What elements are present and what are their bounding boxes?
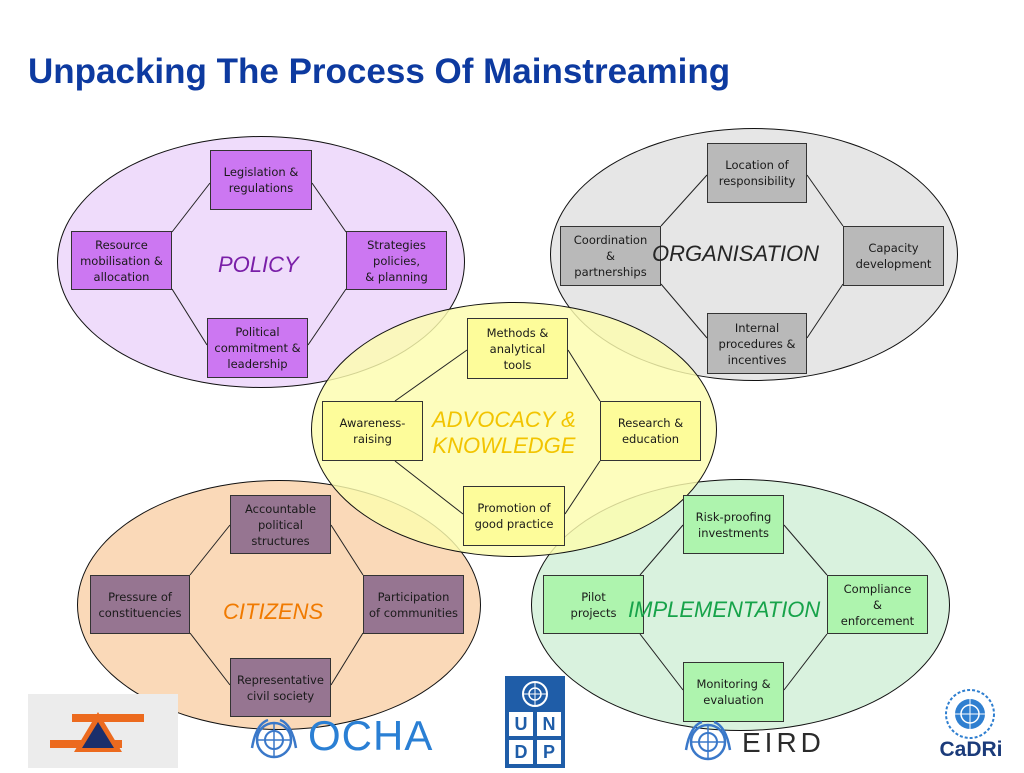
undp-emblem-icon <box>522 681 548 707</box>
organisation-box-location: Location of responsibility <box>707 143 807 203</box>
implementation-box-compliance: Compliance & enforcement <box>827 575 928 634</box>
advocacy-box-research: Research & education <box>600 401 701 461</box>
organisation-box-coordination: Coordination & partnerships <box>560 226 661 286</box>
cadri-globe-icon <box>945 689 995 739</box>
un-emblem-icon <box>246 714 302 769</box>
undp-letter-p: P <box>537 740 561 764</box>
orange-triangle-logo <box>28 694 178 768</box>
eird-emblem-icon <box>680 716 736 771</box>
citizens-label: CITIZENS <box>223 599 324 624</box>
organisation-box-capacity: Capacity development <box>843 226 944 286</box>
slide-title: Unpacking The Process Of Mainstreaming <box>28 52 731 91</box>
implementation-box-monitoring: Monitoring & evaluation <box>683 662 784 722</box>
advocacy-box-awareness: Awareness- raising <box>322 401 423 461</box>
undp-letter-u: U <box>509 712 533 736</box>
undp-letter-d: D <box>509 740 533 764</box>
ocha-logo-text: OCHA <box>308 712 434 759</box>
citizens-box-accountable: Accountable political structures <box>230 495 331 554</box>
citizens-box-representative: Representative civil society <box>230 658 331 717</box>
organisation-box-internal-procedures: Internal procedures & incentives <box>707 313 807 374</box>
policy-box-legislation: Legislation & regulations <box>210 150 312 210</box>
citizens-box-pressure: Pressure of constituencies <box>90 575 190 634</box>
cadri-logo: CaDRi <box>930 682 1010 766</box>
policy-box-political-commitment: Political commitment & leadership <box>207 318 308 378</box>
citizens-box-participation: Participation of communities <box>363 575 464 634</box>
eird-logo-text: EIRD <box>742 727 825 758</box>
advocacy-label: ADVOCACY & KNOWLEDGE <box>432 407 576 458</box>
policy-label: POLICY <box>218 252 299 277</box>
advocacy-box-promotion: Promotion of good practice <box>463 486 565 546</box>
policy-box-strategies: Strategies policies, & planning <box>346 231 447 290</box>
policy-box-resource-mobilisation: Resource mobilisation & allocation <box>71 231 172 290</box>
organisation-label: ORGANISATION <box>652 241 820 266</box>
undp-logo: U N D P <box>505 676 565 768</box>
implementation-box-risk-proofing: Risk-proofing investments <box>683 495 784 554</box>
cadri-logo-text: CaDRi <box>939 738 1003 761</box>
implementation-box-pilot: Pilot projects <box>543 575 644 634</box>
implementation-label: IMPLEMENTATION <box>628 597 821 622</box>
undp-letter-n: N <box>537 712 561 736</box>
advocacy-box-methods: Methods & analytical tools <box>467 318 568 379</box>
